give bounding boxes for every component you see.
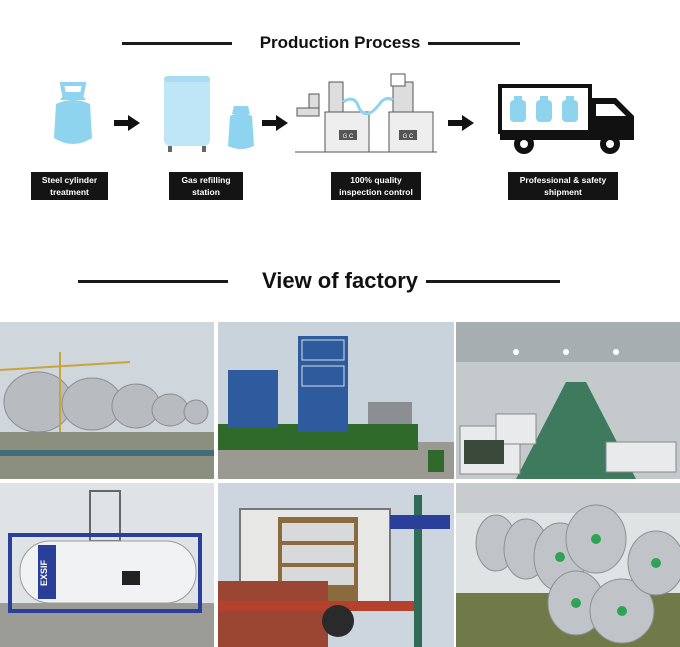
right-arrow-icon — [262, 115, 288, 131]
photo-spherical-tanks — [0, 322, 214, 479]
photo-iso-tank-container: EXSIF — [0, 483, 214, 647]
right-arrow-icon — [448, 115, 474, 131]
photo-stacked-cylinders — [456, 483, 680, 647]
cylinder-icon — [54, 82, 92, 144]
right-arrow-icon — [114, 115, 140, 131]
step-gas-refilling — [158, 72, 258, 161]
divider-line-left — [122, 42, 232, 45]
tank-brand-text: EXSIF — [39, 559, 49, 586]
gc-label: G C — [343, 134, 354, 140]
photo-chemical-plant — [218, 322, 454, 479]
photo-container-loading — [218, 483, 454, 647]
storage-tank-icon — [164, 76, 254, 152]
view-of-factory-header: View of factory — [0, 266, 680, 296]
production-process-header: Production Process — [0, 30, 680, 56]
step-steel-cylinder — [46, 80, 100, 157]
inspection-machine-icon: G C G C — [295, 73, 437, 153]
divider-line-left — [78, 280, 228, 283]
divider-line-right — [404, 280, 560, 283]
photo-workshop-floor — [456, 322, 680, 479]
gc-label: G C — [403, 134, 414, 140]
step-shipment — [498, 84, 638, 161]
step-quality-inspection: G C G C — [295, 72, 437, 161]
production-process-title: Production Process — [251, 30, 429, 56]
view-of-factory-title: View of factory — [253, 266, 427, 296]
divider-line-right — [404, 42, 520, 45]
delivery-truck-icon — [498, 84, 634, 154]
